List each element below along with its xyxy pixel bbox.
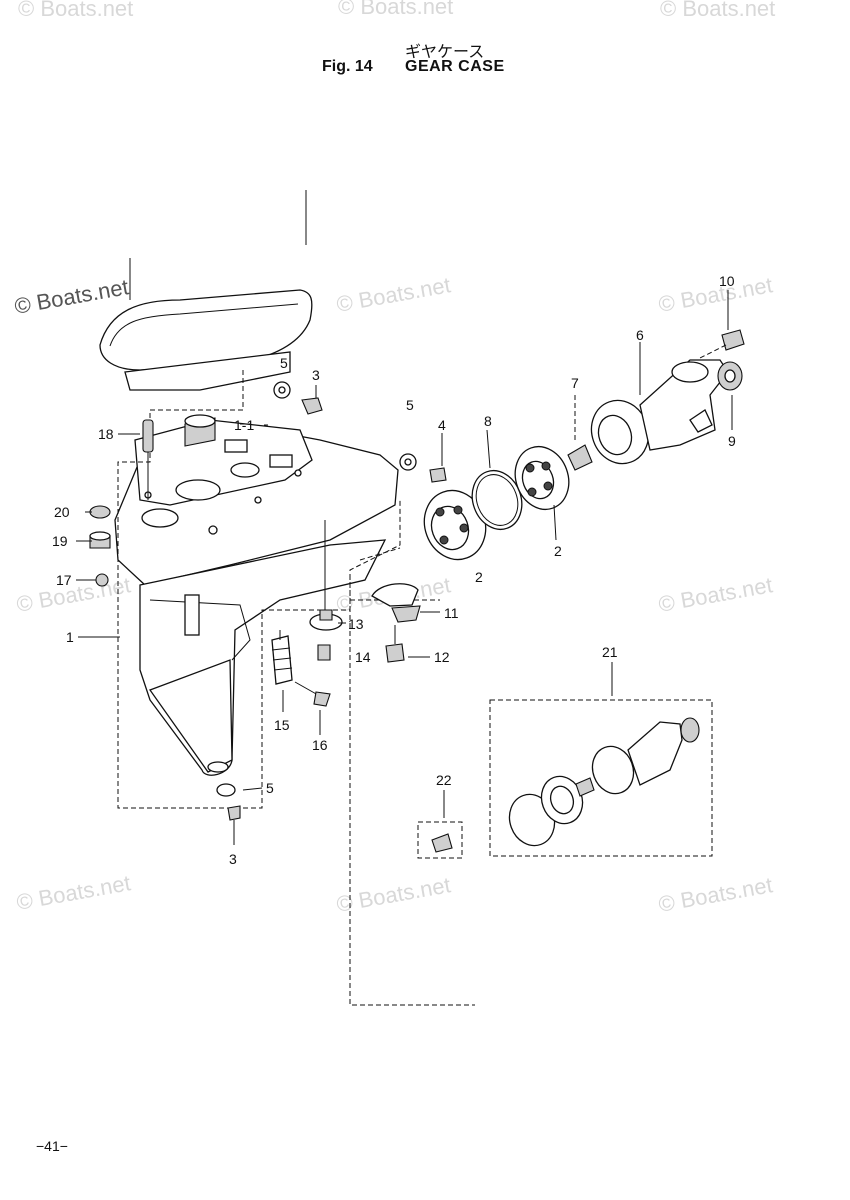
dowel-pin <box>142 419 154 500</box>
callout-15: 15 <box>274 717 290 733</box>
watermark-text: © Boats.net <box>657 272 775 317</box>
callout-7: 7 <box>571 375 579 391</box>
watermark-text: © Boats.net <box>15 870 133 915</box>
watermark-text: © Boats.net <box>18 0 133 21</box>
watermark-text: © Boats.net <box>15 572 133 617</box>
callout-1: 1 <box>66 629 74 645</box>
part-22-box <box>417 790 463 859</box>
callout-2: 2 <box>475 569 483 585</box>
watermark-text: © Boats.net <box>335 272 453 317</box>
callout-3: 3 <box>312 367 320 383</box>
gear-case-body <box>114 419 399 776</box>
callout-8: 8 <box>484 413 492 429</box>
callout-4: 4 <box>438 417 446 433</box>
callout-labels: 1 1-1 2 2 3 3 4 5 5 5 6 7 8 9 10 11 12 1… <box>52 273 736 867</box>
callout-6: 6 <box>636 327 644 343</box>
leader-lines <box>76 395 733 791</box>
anode-and-bolts <box>271 520 421 707</box>
callout-16: 16 <box>312 737 328 753</box>
watermark-text: © Boats.net <box>338 0 453 19</box>
callout-3: 3 <box>229 851 237 867</box>
callout-1-1: 1-1 <box>234 417 254 433</box>
watermark-text: © Boats.net <box>335 872 453 917</box>
plug-screw <box>699 290 745 359</box>
callout-14: 14 <box>355 649 371 665</box>
callout-5: 5 <box>406 397 414 413</box>
watermark-group: © Boats.net © Boats.net © Boats.net © Bo… <box>13 0 776 917</box>
ball-bearing <box>514 445 570 511</box>
drain-washer-screw <box>216 783 241 845</box>
page-number: −41− <box>36 1138 68 1154</box>
callout-9: 9 <box>728 433 736 449</box>
oil-seal <box>717 361 743 391</box>
callout-10: 10 <box>719 273 735 289</box>
needle-bearing <box>567 395 593 471</box>
callout-19: 19 <box>52 533 68 549</box>
watermark-text: © Boats.net <box>660 0 775 21</box>
figure-title: GEAR CASE <box>405 58 505 75</box>
small-parts-left <box>89 505 111 587</box>
shaft-housing <box>590 342 729 465</box>
callout-2: 2 <box>554 543 562 559</box>
watermark-text: © Boats.net <box>657 572 775 617</box>
watermark-text: © Boats.net <box>13 274 131 319</box>
bush <box>184 414 216 447</box>
ball-bearing <box>423 489 487 561</box>
watermark-text: © Boats.net <box>657 872 775 917</box>
upper-housing <box>99 190 313 391</box>
figure-number: Fig. 14 <box>322 58 373 75</box>
callout-5: 5 <box>266 780 274 796</box>
callout-11: 11 <box>444 605 459 621</box>
callout-21: 21 <box>602 644 618 660</box>
callout-17: 17 <box>56 572 72 588</box>
assembly-kit-box <box>489 662 713 857</box>
callout-12: 12 <box>434 649 450 665</box>
callout-13: 13 <box>348 616 364 632</box>
callout-20: 20 <box>54 504 70 520</box>
figure-title-japanese: ギヤケース <box>405 42 485 61</box>
washer-bolt-top <box>273 381 447 483</box>
callout-22: 22 <box>436 772 452 788</box>
callout-18: 18 <box>98 426 114 442</box>
callout-5: 5 <box>280 355 288 371</box>
